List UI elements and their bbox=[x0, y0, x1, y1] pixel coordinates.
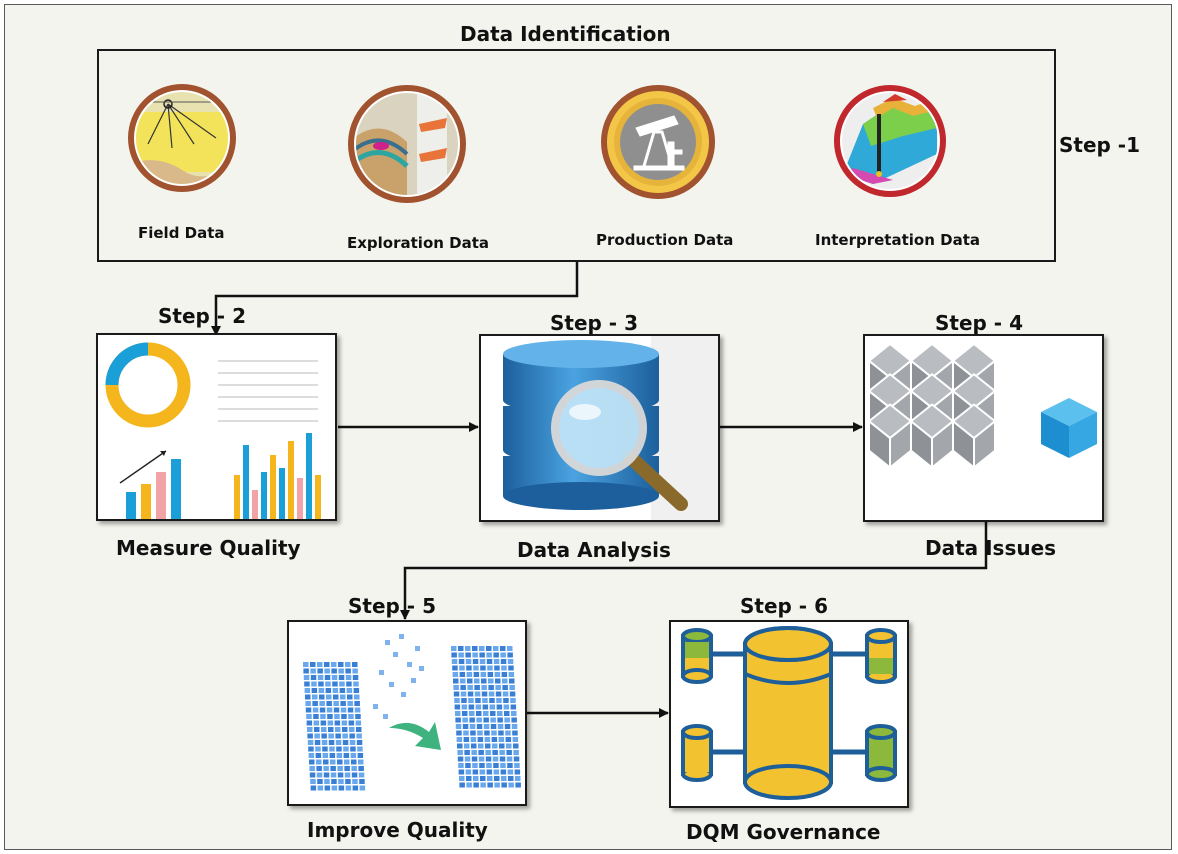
connector-step1-to-step2 bbox=[211, 262, 579, 336]
data-analysis-caption: Data Analysis bbox=[517, 538, 671, 562]
dqm-governance-box bbox=[669, 620, 909, 808]
measure-quality-chart-icon bbox=[105, 342, 321, 519]
field-data-icon bbox=[128, 84, 236, 192]
data-analysis-box bbox=[479, 334, 720, 522]
exploration-data-icon bbox=[347, 84, 467, 204]
step1-title: Data Identification bbox=[460, 22, 671, 46]
step5-label: Step - 5 bbox=[348, 594, 436, 618]
interpretation-data-icon bbox=[833, 84, 947, 198]
transform-blocks-icon bbox=[303, 634, 521, 791]
step3-label: Step - 3 bbox=[550, 311, 638, 335]
connector-step4-to-step5 bbox=[400, 522, 988, 620]
cube-grid-icon bbox=[867, 342, 1097, 470]
data-issues-box bbox=[863, 334, 1104, 522]
improve-quality-caption: Improve Quality bbox=[307, 818, 488, 842]
measure-quality-box bbox=[96, 333, 337, 521]
data-issues-caption: Data Issues bbox=[925, 536, 1057, 560]
exploration-data-label: Exploration Data bbox=[347, 234, 490, 252]
production-data-icon bbox=[600, 84, 716, 200]
production-data-label: Production Data bbox=[596, 231, 734, 249]
step4-label: Step - 4 bbox=[935, 311, 1023, 335]
step1-label: Step -1 bbox=[1059, 133, 1141, 157]
dqm-governance-caption: DQM Governance bbox=[686, 820, 881, 844]
interpretation-data-label: Interpretation Data bbox=[815, 231, 980, 249]
step2-label: Step - 2 bbox=[158, 304, 246, 328]
measure-quality-caption: Measure Quality bbox=[116, 536, 301, 560]
database-search-icon bbox=[503, 336, 718, 520]
improve-quality-box bbox=[287, 620, 527, 806]
governance-database-icon bbox=[681, 626, 897, 800]
field-data-label: Field Data bbox=[138, 224, 225, 242]
step6-label: Step - 6 bbox=[740, 594, 828, 618]
